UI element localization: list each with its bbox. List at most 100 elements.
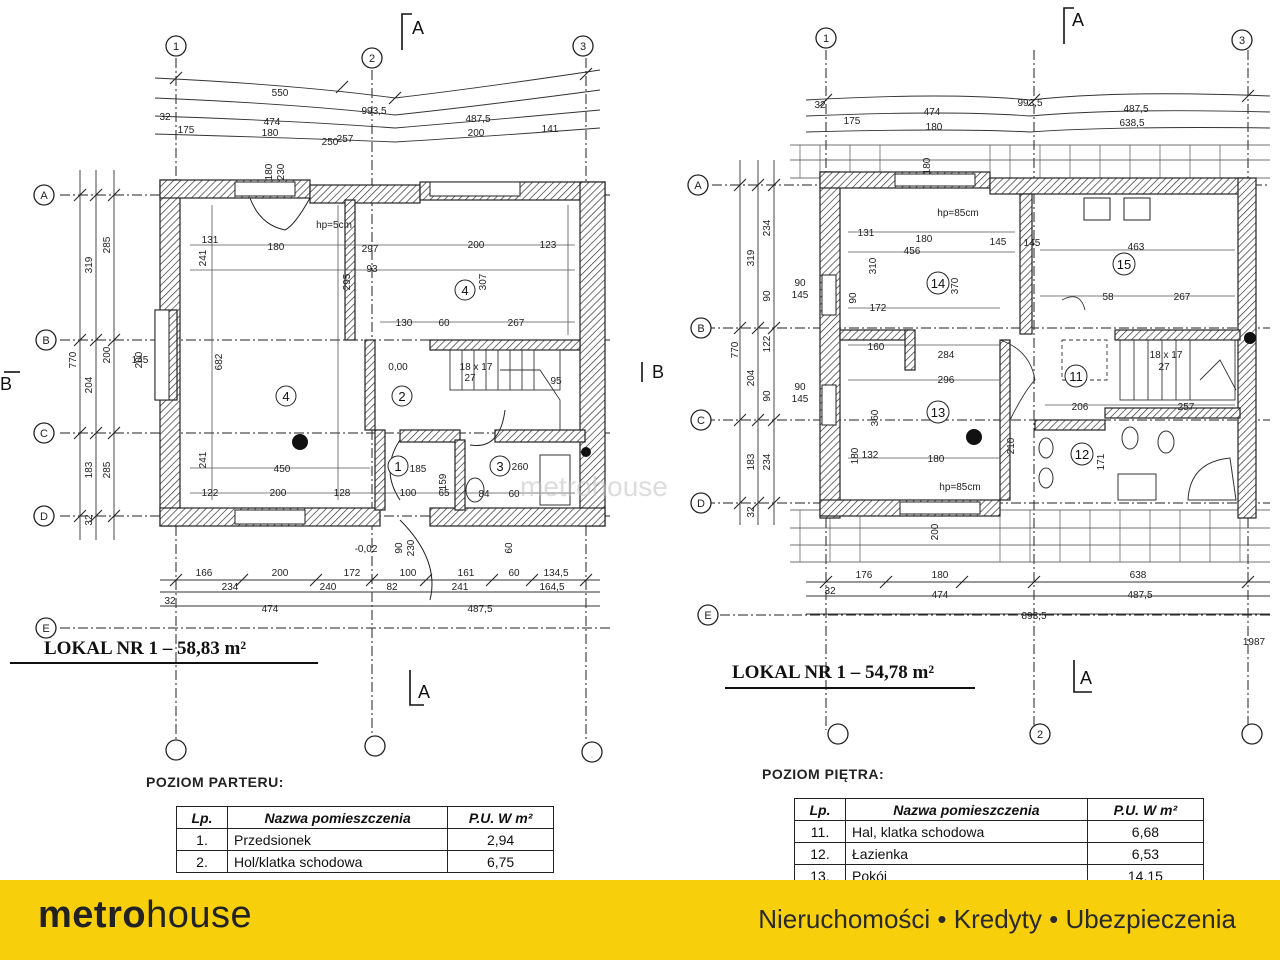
right-section-mark: A bbox=[1072, 10, 1084, 30]
dim-label: 993,5 bbox=[1017, 98, 1042, 109]
dim-label: 175 bbox=[844, 116, 861, 127]
dim-label: 200 bbox=[270, 488, 287, 499]
room-number: 13 bbox=[931, 405, 945, 420]
location-marker bbox=[1244, 332, 1256, 344]
table-cell: Hal, klatka schodowa bbox=[845, 820, 1088, 843]
dim-label: 463 bbox=[1128, 242, 1145, 253]
right-grid-col-label: 3 bbox=[1239, 35, 1245, 47]
dim-label: 200 bbox=[272, 568, 289, 579]
dim-label: 141 bbox=[542, 124, 559, 135]
table-cell: 2. bbox=[176, 850, 228, 873]
room-number: 3 bbox=[496, 459, 503, 474]
dim-label: 32 bbox=[746, 506, 757, 518]
dim-label: 32 bbox=[159, 112, 171, 123]
table-cell: 6,53 bbox=[1086, 842, 1205, 865]
dim-label: 172 bbox=[344, 568, 361, 579]
left-section-mark: A bbox=[418, 682, 430, 702]
dim-label: 370 bbox=[950, 277, 961, 294]
table-row: 11. Hal, klatka schodowa 6,68 bbox=[794, 820, 1205, 843]
dim-label: 160 bbox=[868, 342, 885, 353]
dim-label: 319 bbox=[746, 249, 757, 266]
dim-label: 234 bbox=[762, 453, 773, 470]
dim-label: 180 bbox=[916, 234, 933, 245]
dim-label: 257 bbox=[337, 134, 354, 145]
dim-label: 234 bbox=[222, 582, 239, 593]
dim-label: 1987 bbox=[1243, 637, 1266, 648]
dim-label: 296 bbox=[938, 375, 955, 386]
dim-label: 90 bbox=[848, 292, 859, 304]
right-grid-col-label: 2 bbox=[1037, 729, 1043, 741]
right-grid-row-label: B bbox=[697, 323, 704, 335]
right-lokal-label: LOKAL NR 1 – 54,78 m² bbox=[732, 662, 935, 683]
dim-label: 241 bbox=[452, 582, 469, 593]
dim-label: 260 bbox=[512, 462, 529, 473]
location-marker bbox=[581, 447, 591, 457]
dim-label: 90 bbox=[762, 290, 773, 302]
dim-label: 175 bbox=[178, 125, 195, 136]
dim-label: 450 bbox=[274, 464, 291, 475]
room-number: 11 bbox=[1069, 369, 1083, 384]
left-room-table: Lp. Nazwa pomieszczenia P.U. W m² 1. Prz… bbox=[176, 806, 554, 873]
dim-label: 176 bbox=[856, 570, 873, 581]
room-number: 1 bbox=[394, 459, 401, 474]
room-number: 12 bbox=[1075, 447, 1089, 462]
table-header-row: Lp. Nazwa pomieszczenia P.U. W m² bbox=[794, 798, 1205, 821]
dim-label: 145 bbox=[990, 237, 1007, 248]
dim-label: 95 bbox=[550, 376, 562, 387]
table-cell: 11. bbox=[794, 820, 846, 843]
dim-label: 171 bbox=[1096, 453, 1107, 470]
left-grid-col-label: 3 bbox=[580, 41, 586, 53]
dim-label: hp=5cm bbox=[316, 220, 352, 231]
dim-label: 134,5 bbox=[543, 568, 568, 579]
dim-label: 122 bbox=[202, 488, 219, 499]
right-floor-plan: 1 2 3 A B C D E A B A bbox=[641, 7, 1271, 745]
dim-label: 200 bbox=[134, 351, 145, 368]
dim-label: 131 bbox=[202, 235, 219, 246]
left-grid-col-label: 1 bbox=[173, 41, 179, 53]
table-row: 1. Przedsionek 2,94 bbox=[176, 828, 554, 851]
dim-label: 161 bbox=[458, 568, 475, 579]
dim-label: 180 bbox=[922, 157, 933, 174]
dim-label: 180 bbox=[932, 570, 949, 581]
left-grid-row-label: B bbox=[42, 335, 49, 347]
dim-label: 180 bbox=[262, 128, 279, 139]
dim-label: 32 bbox=[164, 596, 176, 607]
dim-label: 130 bbox=[396, 318, 413, 329]
left-grid-bubbles bbox=[33, 35, 603, 763]
dim-label: 131 bbox=[858, 228, 875, 239]
dim-label: 128 bbox=[334, 488, 351, 499]
left-grid-col-label: 2 bbox=[369, 53, 375, 65]
dim-label: 60 bbox=[508, 568, 520, 579]
table-header: Lp. bbox=[176, 806, 228, 829]
dim-label: 295 bbox=[342, 273, 353, 290]
location-marker bbox=[292, 434, 308, 450]
dim-label: 993,5 bbox=[361, 106, 386, 117]
dim-label: 210 bbox=[1006, 437, 1017, 454]
dim-label: 360 bbox=[870, 409, 881, 426]
dim-label: 27 bbox=[464, 373, 476, 384]
dim-label: 185 bbox=[410, 464, 427, 475]
dim-label: 200 bbox=[468, 128, 485, 139]
dim-label: 204 bbox=[746, 369, 757, 386]
dim-label: 285 bbox=[102, 461, 113, 478]
right-section-mark: A bbox=[1080, 668, 1092, 688]
dim-label: 90 bbox=[794, 278, 806, 289]
dim-label: 32 bbox=[814, 100, 826, 111]
dim-label: 183 bbox=[746, 453, 757, 470]
dim-label: 474 bbox=[262, 604, 279, 615]
dim-label: 285 bbox=[102, 236, 113, 253]
table-cell: Łazienka bbox=[845, 842, 1088, 865]
dim-label: 284 bbox=[938, 350, 955, 361]
dim-label: 206 bbox=[1072, 402, 1089, 413]
dim-label: 487,5 bbox=[467, 604, 492, 615]
table-header: P.U. W m² bbox=[1086, 798, 1205, 821]
table-header: Nazwa pomieszczenia bbox=[845, 798, 1088, 821]
dim-label: hp=85cm bbox=[937, 208, 978, 219]
dim-label: 18 x 17 bbox=[460, 362, 493, 373]
dim-label: 230 bbox=[276, 163, 287, 180]
dim-label: 90 bbox=[794, 382, 806, 393]
dim-label: 60 bbox=[504, 542, 515, 554]
dim-label: 240 bbox=[320, 582, 337, 593]
table-cell: 2,94 bbox=[447, 828, 554, 851]
dim-label: 770 bbox=[730, 341, 741, 358]
